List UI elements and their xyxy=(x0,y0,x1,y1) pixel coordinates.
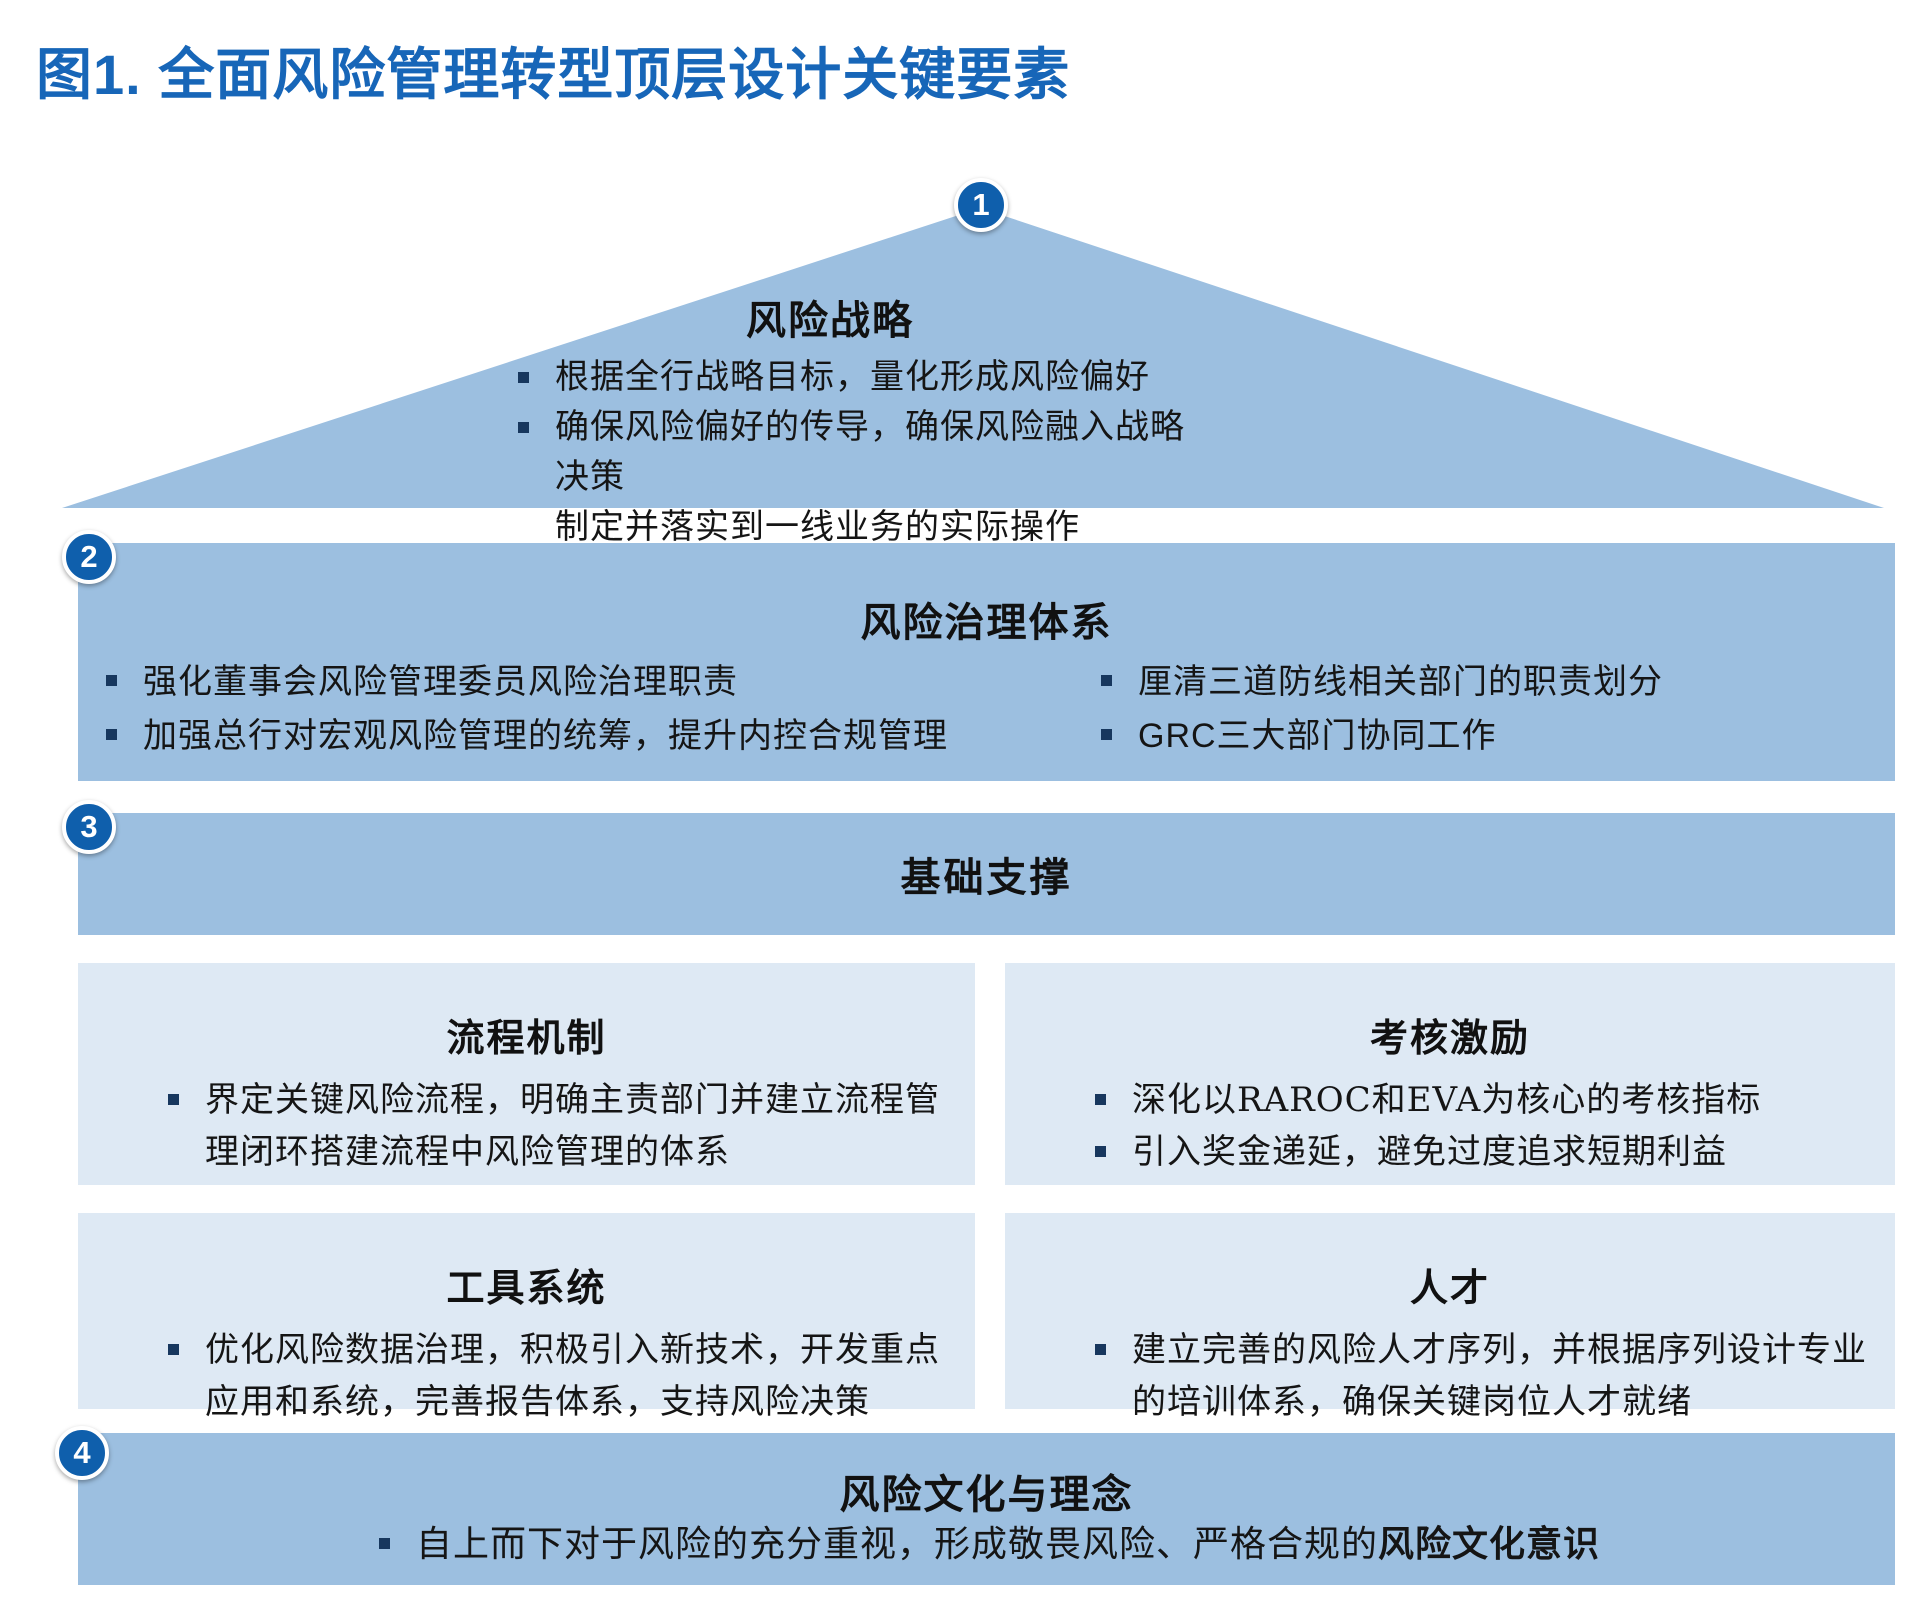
culture-bullet-prefix: 自上而下对于风险的充分重视，形成敬畏风险、严格合规的 xyxy=(415,1524,1378,1565)
box-bullet-text: 优化风险数据治理，积极引入新技术，开发重点应用和系统，完善报告体系，支持风险决策 xyxy=(205,1330,940,1422)
box-bullet: 建立完善的风险人才序列，并根据序列设计专业的培训体系，确保关键岗位人才就绪 xyxy=(1089,1324,1869,1428)
governance-bullet-text: 厘清三道防线相关部门的职责划分 xyxy=(1138,662,1663,702)
badge-2: 2 xyxy=(62,530,116,584)
square-bullet-icon xyxy=(1101,675,1112,686)
culture-bullet-bold: 风险文化意识 xyxy=(1378,1523,1601,1565)
culture-heading: 风险文化与理念 xyxy=(839,1471,1134,1518)
governance-right-column: 厘清三道防线相关部门的职责划分 GRC三大部门协同工作 xyxy=(1095,655,1885,763)
governance-bullet-text: 加强总行对宏观风险管理的统筹，提升内控合规管理 xyxy=(143,716,948,756)
square-bullet-icon xyxy=(106,675,117,686)
square-bullet-icon xyxy=(1095,1344,1106,1355)
foundation-band: 基础支撑 xyxy=(78,813,1895,935)
box-bullet: 引入奖金递延，避免过度追求短期利益 xyxy=(1089,1126,1869,1178)
figure-title: 图1. 全面风险管理转型顶层设计关键要素 xyxy=(36,43,1071,106)
box-incentives: 考核激励 深化以RAROC和EVA为核心的考核指标 引入奖金递延，避免过度追求短… xyxy=(1005,963,1895,1185)
strategy-bullet: 确保风险偏好的传导，确保风险融入战略决策 制定并落实到一线业务的实际操作 xyxy=(512,402,1212,552)
box-bullet-list: 深化以RAROC和EVA为核心的考核指标 引入奖金递延，避免过度追求短期利益 xyxy=(1005,1062,1895,1178)
foundation-heading: 基础支撑 xyxy=(900,854,1073,901)
box-bullet: 深化以RAROC和EVA为核心的考核指标 xyxy=(1089,1074,1869,1126)
box-bullet-list: 建立完善的风险人才序列，并根据序列设计专业的培训体系，确保关键岗位人才就绪 xyxy=(1005,1312,1895,1428)
square-bullet-icon xyxy=(518,372,529,383)
box-bullet-text: 界定关键风险流程，明确主责部门并建立流程管理闭环搭建流程中风险管理的体系 xyxy=(205,1080,940,1172)
governance-bullet: 强化董事会风险管理委员风险治理职责 xyxy=(100,655,990,709)
box-heading: 工具系统 xyxy=(446,1265,607,1310)
box-tools-systems: 工具系统 优化风险数据治理，积极引入新技术，开发重点应用和系统，完善报告体系，支… xyxy=(78,1213,975,1422)
governance-left-column: 强化董事会风险管理委员风险治理职责 加强总行对宏观风险管理的统筹，提升内控合规管… xyxy=(100,655,990,763)
box-bullet: 界定关键风险流程，明确主责部门并建立流程管理闭环搭建流程中风险管理的体系 xyxy=(162,1074,949,1178)
box-heading: 流程机制 xyxy=(446,1015,607,1060)
governance-heading: 风险治理体系 xyxy=(860,599,1113,646)
strategy-heading: 风险战略 xyxy=(746,297,914,344)
governance-bullet: GRC三大部门协同工作 xyxy=(1095,709,1885,763)
strategy-bullet-text: 确保风险偏好的传导，确保风险融入战略决策 制定并落实到一线业务的实际操作 xyxy=(555,407,1185,547)
culture-band xyxy=(78,1433,1895,1585)
governance-bullet: 加强总行对宏观风险管理的统筹，提升内控合规管理 xyxy=(100,709,990,763)
culture-bullet-list: 自上而下对于风险的充分重视，形成敬畏风险、严格合规的风险文化意识 xyxy=(78,1518,1895,1571)
square-bullet-icon xyxy=(378,1538,390,1549)
culture-bullet: 自上而下对于风险的充分重视，形成敬畏风险、严格合规的风险文化意识 xyxy=(373,1518,1600,1571)
square-bullet-icon xyxy=(1095,1094,1106,1105)
culture-bullet-text: 自上而下对于风险的充分重视，形成敬畏风险、严格合规的风险文化意识 xyxy=(416,1518,1600,1571)
square-bullet-icon xyxy=(1101,729,1112,740)
square-bullet-icon xyxy=(168,1094,179,1105)
square-bullet-icon xyxy=(518,422,529,433)
square-bullet-icon xyxy=(168,1344,179,1355)
box-bullet: 优化风险数据治理，积极引入新技术，开发重点应用和系统，完善报告体系，支持风险决策 xyxy=(162,1324,949,1428)
box-process-mechanism: 流程机制 界定关键风险流程，明确主责部门并建立流程管理闭环搭建流程中风险管理的体… xyxy=(78,963,975,1185)
box-bullet-text: 建立完善的风险人才序列，并根据序列设计专业的培训体系，确保关键岗位人才就绪 xyxy=(1132,1330,1867,1422)
box-talent: 人才 建立完善的风险人才序列，并根据序列设计专业的培训体系，确保关键岗位人才就绪 xyxy=(1005,1213,1895,1422)
box-bullet-text: 深化以RAROC和EVA为核心的考核指标 xyxy=(1132,1080,1762,1120)
box-heading: 人才 xyxy=(1409,1265,1490,1310)
governance-bullet-text: GRC三大部门协同工作 xyxy=(1138,717,1497,755)
box-bullet-list: 优化风险数据治理，积极引入新技术，开发重点应用和系统，完善报告体系，支持风险决策 xyxy=(78,1312,975,1428)
square-bullet-icon xyxy=(1095,1146,1106,1157)
square-bullet-icon xyxy=(106,729,117,740)
strategy-bullet: 根据全行战略目标，量化形成风险偏好 xyxy=(512,352,1212,402)
badge-3: 3 xyxy=(62,800,116,854)
strategy-bullet-list: 根据全行战略目标，量化形成风险偏好 确保风险偏好的传导，确保风险融入战略决策 制… xyxy=(512,352,1212,552)
box-bullet-text: 引入奖金递延，避免过度追求短期利益 xyxy=(1132,1132,1727,1172)
governance-band xyxy=(78,543,1895,781)
box-heading: 考核激励 xyxy=(1369,1015,1530,1060)
badge-1: 1 xyxy=(954,178,1008,232)
strategy-bullet-text: 根据全行战略目标，量化形成风险偏好 xyxy=(555,357,1150,397)
badge-4: 4 xyxy=(55,1426,109,1480)
box-bullet-list: 界定关键风险流程，明确主责部门并建立流程管理闭环搭建流程中风险管理的体系 xyxy=(78,1062,975,1178)
governance-bullet-text: 强化董事会风险管理委员风险治理职责 xyxy=(143,662,738,702)
governance-bullet: 厘清三道防线相关部门的职责划分 xyxy=(1095,655,1885,709)
